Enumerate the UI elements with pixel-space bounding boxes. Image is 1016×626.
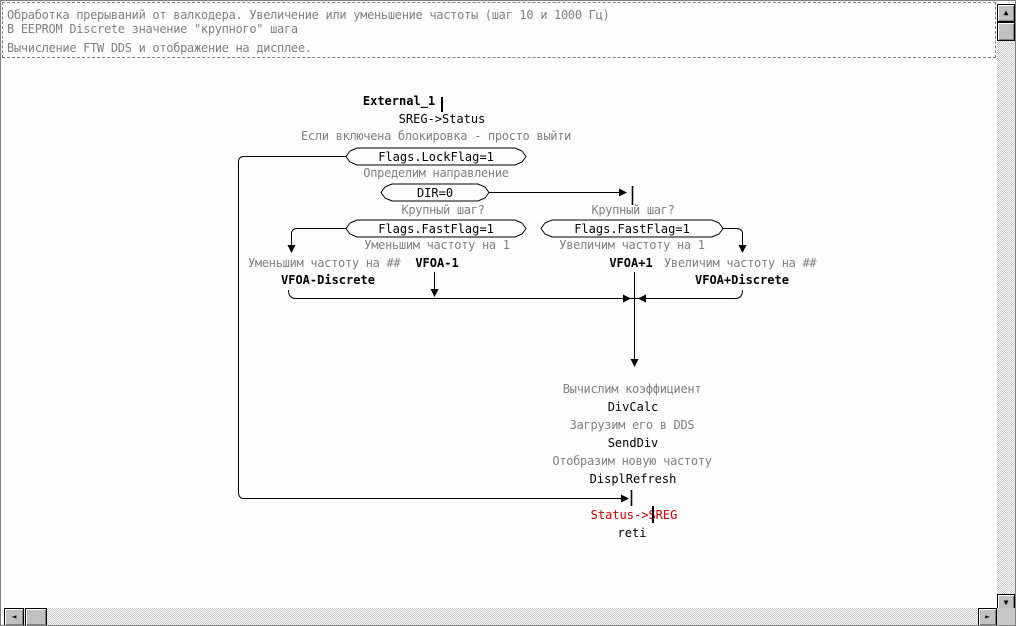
scroll-up-icon: ▲: [1003, 8, 1009, 17]
horizontal-scrollbar-track[interactable]: [4, 608, 997, 625]
scroll-left-icon: ◄: [11, 612, 17, 621]
cond-dir[interactable]: DIR=0: [416, 186, 454, 200]
comment-line: Вычисление FTW DDS и отображение на дисп…: [7, 41, 312, 55]
scroll-right-button[interactable]: ►: [978, 608, 997, 625]
comment-direction[interactable]: Определим направление: [363, 166, 509, 180]
entry-label[interactable]: External_1: [362, 94, 436, 108]
op-senddiv[interactable]: SendDiv: [607, 436, 659, 450]
comment-line: В EEPROM Discrete значение "крупного" ша…: [7, 22, 298, 36]
comment-dec1[interactable]: Уменьшим частоту на 1: [364, 238, 510, 252]
scroll-down-icon: ▼: [1003, 598, 1009, 607]
op-vfoa-plus1[interactable]: VFOA+1: [609, 256, 653, 270]
vertical-scrollbar-thumb[interactable]: [997, 22, 1015, 41]
scroll-left-button[interactable]: ◄: [4, 608, 24, 625]
comment-bigstep-right[interactable]: Крупный шаг?: [591, 203, 675, 217]
vertical-scrollbar-track[interactable]: [997, 4, 1015, 612]
op-sreg-restore[interactable]: Status->SREG: [590, 508, 678, 522]
op-vfoa-plus-discrete[interactable]: VFOA+Discrete: [695, 273, 789, 287]
comment-line: Обработка прерываний от валкодера. Увели…: [7, 8, 610, 22]
text-cursor: [441, 97, 443, 112]
op-vfoa-minus-discrete[interactable]: VFOA-Discrete: [281, 273, 375, 287]
comment-inc-step[interactable]: Увеличим частоту на ##: [664, 256, 817, 270]
comment-load[interactable]: Загрузим его в DDS: [569, 418, 695, 432]
comment-lock[interactable]: Если включена блокировка - просто выйти: [300, 129, 572, 143]
scrollbar-corner: [997, 608, 1015, 625]
cond-lockflag[interactable]: Flags.LockFlag=1: [378, 150, 494, 164]
scroll-up-button[interactable]: ▲: [997, 4, 1015, 22]
horizontal-scrollbar-thumb[interactable]: [25, 608, 47, 625]
scroll-right-icon: ►: [985, 612, 990, 621]
comment-dec-step[interactable]: Уменьшим частоту на ##: [248, 256, 401, 270]
comment-calc[interactable]: Вычислим коэффициент: [562, 382, 702, 396]
op-reti[interactable]: reti: [617, 526, 647, 540]
cond-fastflag-left[interactable]: Flags.FastFlag=1: [378, 222, 494, 236]
op-vfoa-minus1[interactable]: VFOA-1: [415, 256, 459, 270]
comment-bigstep-left[interactable]: Крупный шаг?: [401, 203, 485, 217]
comment-inc1[interactable]: Увеличим частоту на 1: [559, 238, 705, 252]
cond-fastflag-right[interactable]: Flags.FastFlag=1: [574, 222, 690, 236]
text-cursor: [652, 506, 654, 523]
header-comment-pane[interactable]: Обработка прерываний от валкодера. Увели…: [2, 2, 996, 58]
op-sreg-save[interactable]: SREG->Status: [398, 112, 486, 126]
comment-display[interactable]: Отобразим новую частоту: [552, 454, 712, 468]
op-divcalc[interactable]: DivCalc: [607, 400, 659, 414]
op-displrefresh[interactable]: DisplRefresh: [589, 472, 677, 486]
